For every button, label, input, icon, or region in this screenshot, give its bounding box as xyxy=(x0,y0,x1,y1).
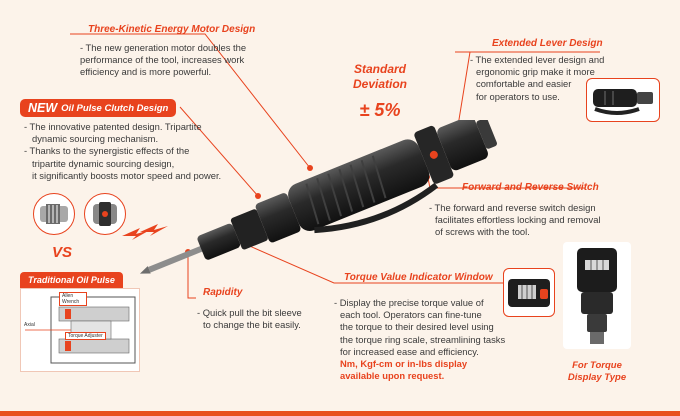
torque-display-line-1: For Torque xyxy=(572,360,622,371)
switch-line-2: facilitates effortless locking and remov… xyxy=(435,214,601,226)
oil-pulse-unit-icon-2 xyxy=(93,202,117,226)
torque-description: - Display the precise torque value of ea… xyxy=(334,297,534,382)
torque-window-closeup-icon xyxy=(508,279,550,307)
new-oil-pulse-badge: NEW Oil Pulse Clutch Design xyxy=(20,99,177,117)
clutch-leader-line xyxy=(179,106,259,197)
motor-title: Three-Kinetic Energy Motor Design xyxy=(88,24,256,35)
rapidity-title: Rapidity xyxy=(203,287,243,298)
screwdriver-tool-illustration xyxy=(139,120,497,274)
clutch-line-1: - The innovative patented design. Tripar… xyxy=(24,121,202,132)
rapidity-description: - Quick pull the bit sleeve to change th… xyxy=(197,307,327,331)
lever-line-1: - The extended lever design and xyxy=(470,54,605,65)
switch-description: - The forward and reverse switch design … xyxy=(429,202,639,239)
lever-line-2: ergonomic grip make it more xyxy=(476,66,595,78)
clutch-line-4: tripartite dynamic sourcing design, xyxy=(32,157,175,169)
clutch-line-5: it significantly boosts motor speed and … xyxy=(32,169,222,181)
direction-arrows-icon xyxy=(122,224,168,240)
lever-closeup-icon xyxy=(593,89,653,115)
clutch-image-2 xyxy=(84,193,126,235)
deviation-line-1: Standard xyxy=(353,62,406,76)
torque-line-4: the torque ring scale, streamlining task… xyxy=(340,333,506,345)
motor-description: - The new generation motor doubles the p… xyxy=(80,42,290,79)
allen-wrench-label: Allen Wrench xyxy=(59,292,87,306)
deviation-value: ± 5% xyxy=(359,100,401,120)
bottom-accent-bar xyxy=(0,411,680,416)
motor-line-2: performance of the tool, increases work xyxy=(80,54,245,66)
clutch-line-3: - Thanks to the synergistic effects of t… xyxy=(24,145,190,157)
torque-display-caption: For Torque Display Type xyxy=(560,360,634,384)
motor-leader-line xyxy=(70,33,311,169)
switch-title: Forward and Reverse Switch xyxy=(462,182,599,193)
torque-leader-line xyxy=(244,243,505,284)
rapidity-line-1: - Quick pull the bit sleeve xyxy=(197,307,302,318)
traditional-diagram: Allen Wrench Axial Torque Adjuster xyxy=(20,288,140,372)
lever-line-4: for operators to use. xyxy=(476,90,560,102)
lever-line-3: comfortable and easier xyxy=(476,78,572,90)
torque-line-1: - Display the precise torque value of xyxy=(334,297,484,308)
lever-title: Extended Lever Design xyxy=(492,38,603,49)
clutch-marker xyxy=(255,193,261,199)
motor-line-3: efficiency and is more powerful. xyxy=(80,66,212,78)
rapidity-line-2: to change the bit easily. xyxy=(203,319,301,331)
standard-deviation: Standard Deviation ± 5% xyxy=(338,62,422,122)
switch-line-1: - The forward and reverse switch design xyxy=(429,202,596,213)
torque-line-3: the torque to their desired level using xyxy=(340,321,494,333)
torque-display-line-2: Display Type xyxy=(567,372,627,383)
clutch-image-1 xyxy=(33,193,75,235)
oil-pulse-unit-icon xyxy=(40,204,68,224)
lever-thumbnail xyxy=(586,78,660,122)
torque-display-tool-icon xyxy=(577,248,617,344)
torque-line-2: each tool. Operators can fine-tune xyxy=(340,309,482,321)
oil-pulse-title: Oil Pulse Clutch Design xyxy=(61,102,169,114)
torque-title: Torque Value Indicator Window xyxy=(344,272,493,283)
new-label: NEW xyxy=(28,101,58,115)
lever-description: - The extended lever design and ergonomi… xyxy=(470,54,610,103)
torque-red-line-2: available upon request. xyxy=(340,370,445,382)
clutch-description: - The innovative patented design. Tripar… xyxy=(24,121,254,182)
rapidity-leader-line xyxy=(187,252,196,299)
vs-label: VS xyxy=(52,244,73,261)
torque-adjuster-label: Torque Adjuster xyxy=(65,332,106,340)
torque-display-panel xyxy=(563,242,631,349)
torque-red-line-1: Nm, Kgf-cm or in-lbs display xyxy=(340,358,468,370)
motor-marker xyxy=(307,165,313,171)
switch-line-3: of screws with the tool. xyxy=(435,226,530,238)
axial-label: Axial xyxy=(24,322,35,328)
torque-window-thumbnail xyxy=(503,268,555,317)
torque-line-5: for increased ease and efficiency. xyxy=(340,345,479,357)
clutch-line-2: dynamic sourcing mechanism. xyxy=(32,133,159,145)
motor-line-1: - The new generation motor doubles the xyxy=(80,42,247,53)
traditional-oil-pulse-label: Traditional Oil Pulse xyxy=(20,272,123,288)
deviation-line-2: Deviation xyxy=(352,77,407,91)
